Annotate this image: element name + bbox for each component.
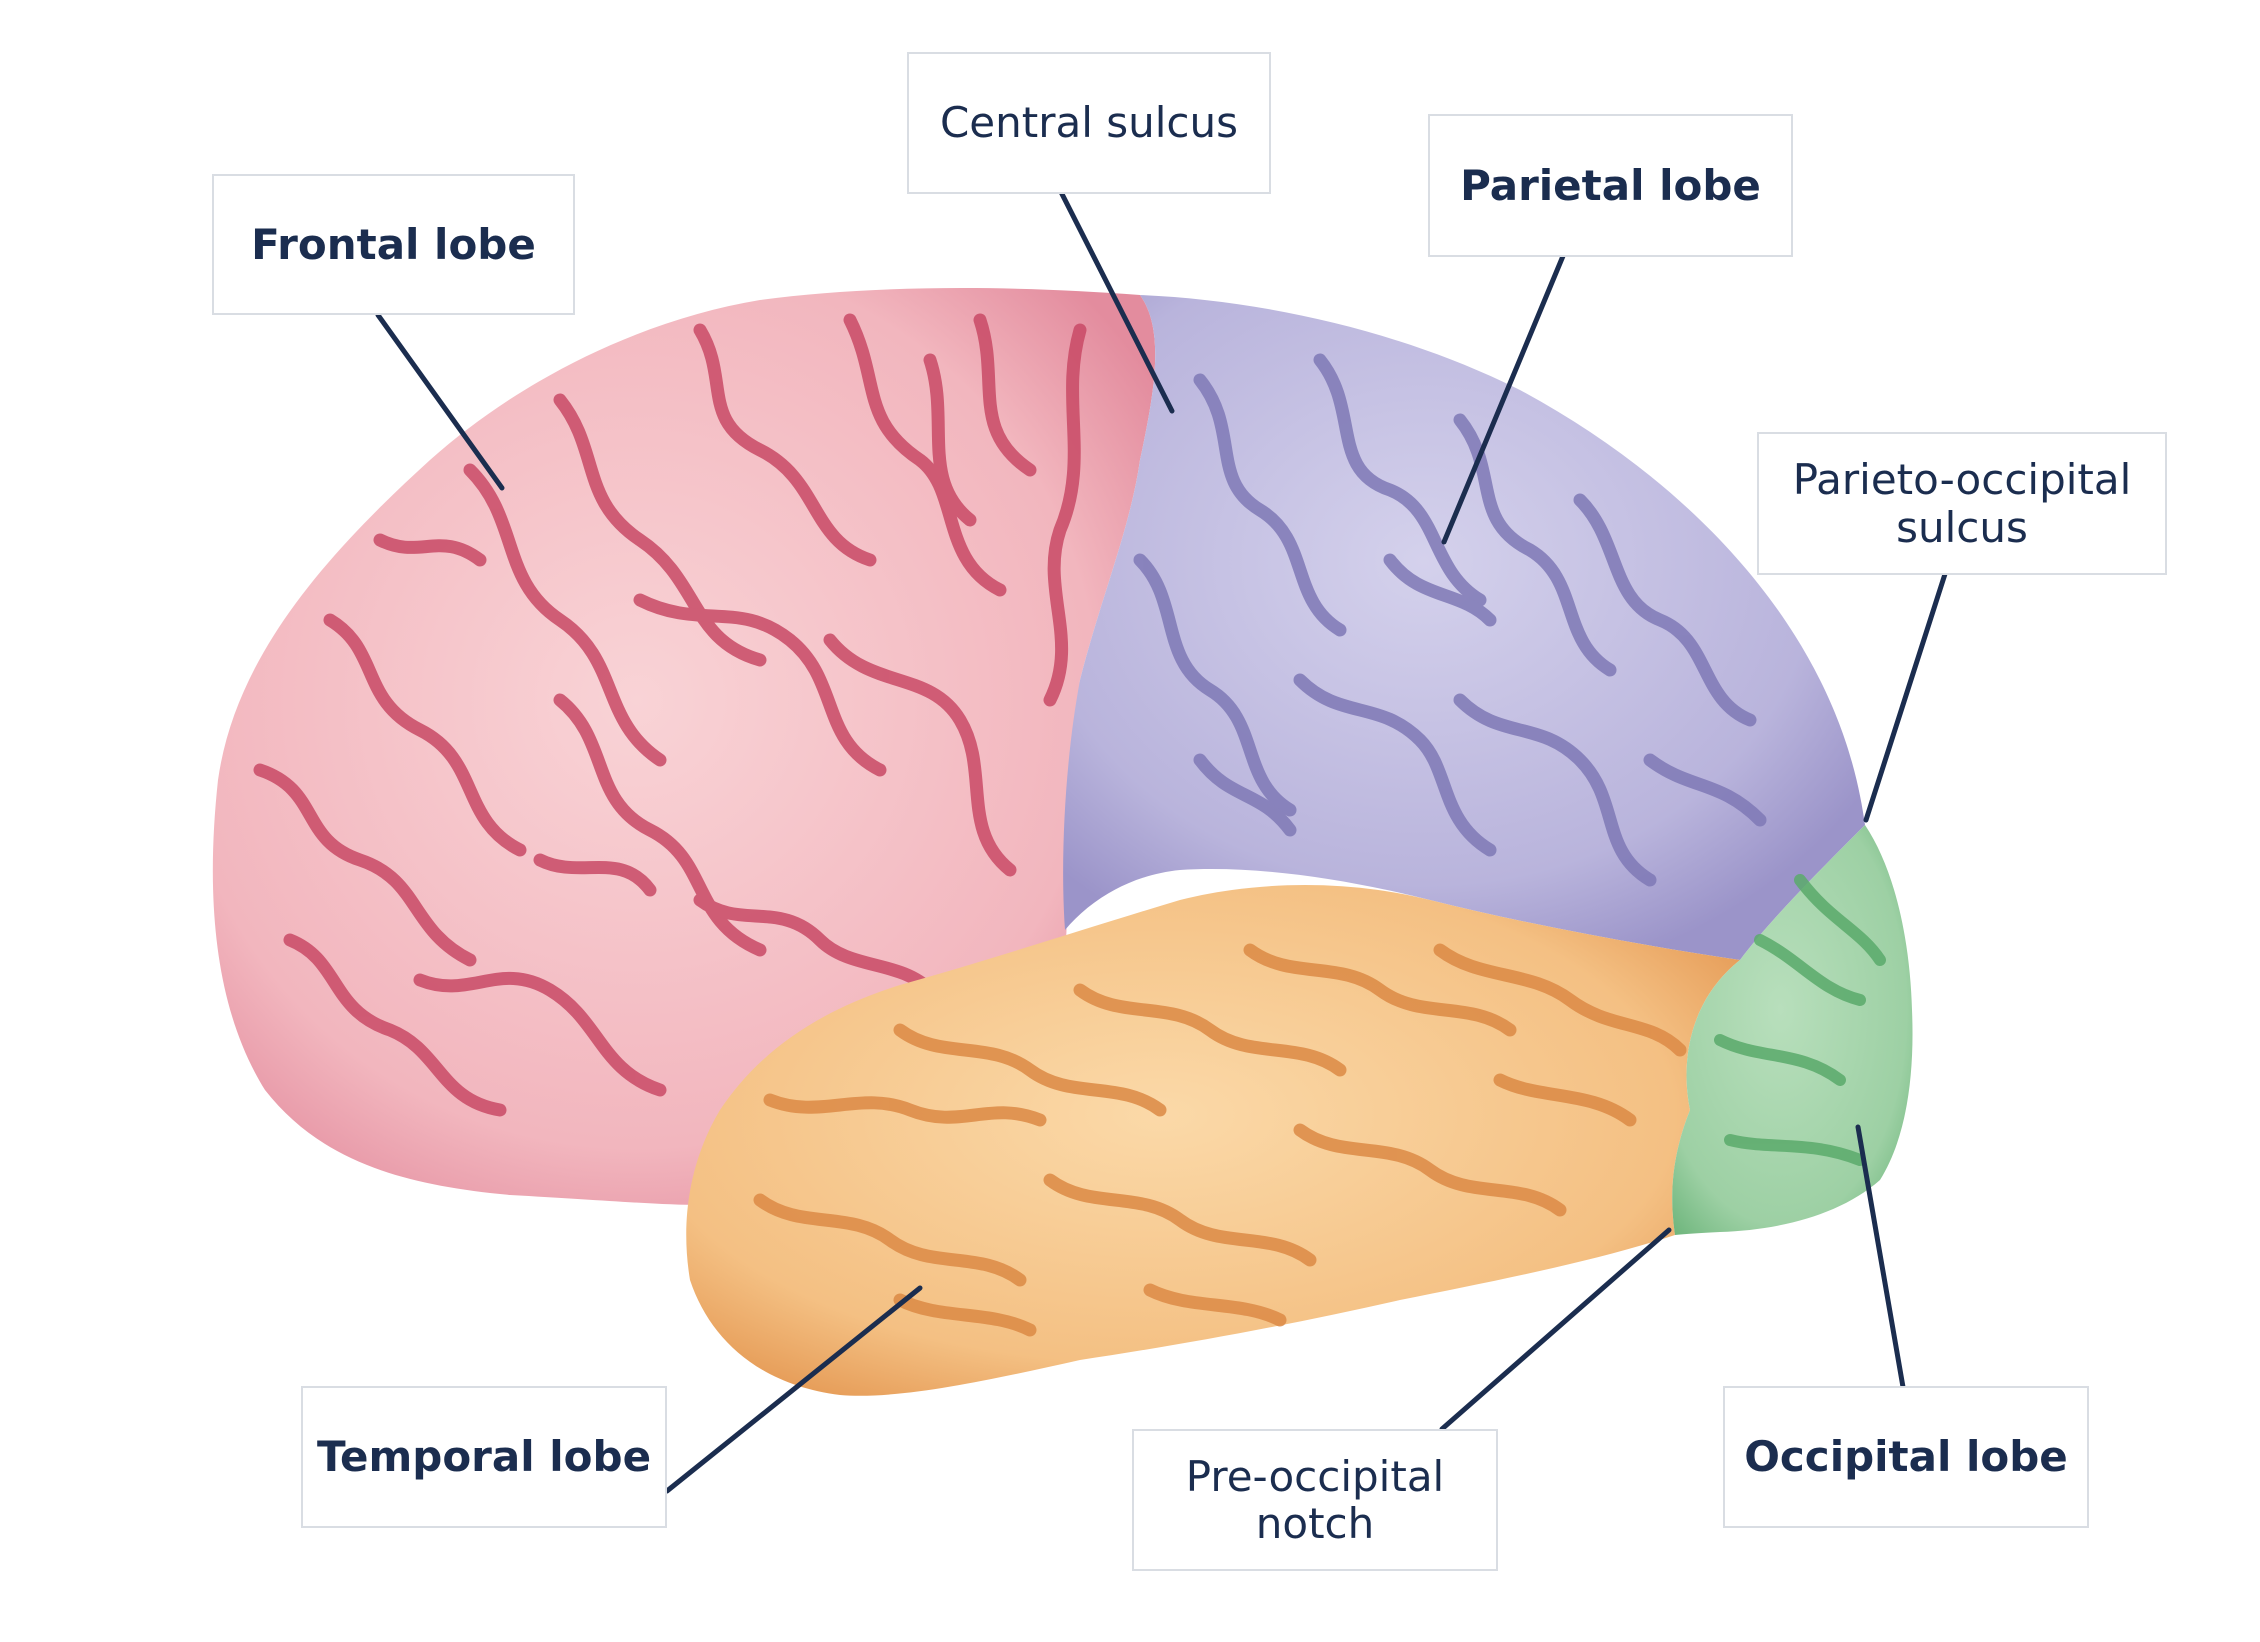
parietal-lobe-leader-line xyxy=(1441,253,1566,545)
parietal-lobe-label-text: Parietal lobe xyxy=(1460,160,1761,210)
frontal-lobe-label-text: Frontal lobe xyxy=(251,219,536,269)
frontal-lobe-region xyxy=(212,288,1156,1205)
central-sulcus-label-text: Central sulcus xyxy=(939,98,1239,148)
parietal-lobe-region xyxy=(1063,295,1865,960)
parietal-lobe-label: Parietal lobe xyxy=(1428,114,1793,257)
occipital-lobe-leader-line xyxy=(1855,1124,1906,1390)
central-sulcus-label: Central sulcus xyxy=(907,52,1271,194)
frontal-lobe-label: Frontal lobe xyxy=(212,174,575,315)
temporal-lobe-region xyxy=(686,885,1740,1396)
pre-occipital-notch-label-line-2: notch xyxy=(1255,1499,1375,1548)
central-sulcus-leader-line xyxy=(1058,189,1175,414)
temporal-lobe-leader-line xyxy=(664,1285,923,1494)
temporal-lobe-label: Temporal lobe xyxy=(301,1386,667,1528)
parieto-occipital-sulcus-label: Parieto-occipital sulcus xyxy=(1757,432,2167,575)
pre-occipital-notch-label: Pre-occipital notch xyxy=(1132,1429,1498,1571)
temporal-lobe-label-text: Temporal lobe xyxy=(316,1432,652,1482)
pre-occipital-notch-label-line-1: Pre-occipital xyxy=(1185,1451,1445,1501)
parieto-occipital-sulcus-label-line-1: Parieto-occipital xyxy=(1792,455,2132,505)
occipital-lobe-region xyxy=(1672,825,1913,1235)
frontal-lobe-leader-line xyxy=(375,312,505,491)
occipital-lobe-label: Occipital lobe xyxy=(1723,1386,2089,1528)
pre-occipital-notch-leader-line xyxy=(1439,1227,1672,1432)
parieto-occipital-sulcus-label-line-2: sulcus xyxy=(1896,502,2028,552)
parieto-occipital-sulcus-leader-line xyxy=(1863,571,1948,823)
occipital-lobe-label-text: Occipital lobe xyxy=(1744,1432,2068,1482)
